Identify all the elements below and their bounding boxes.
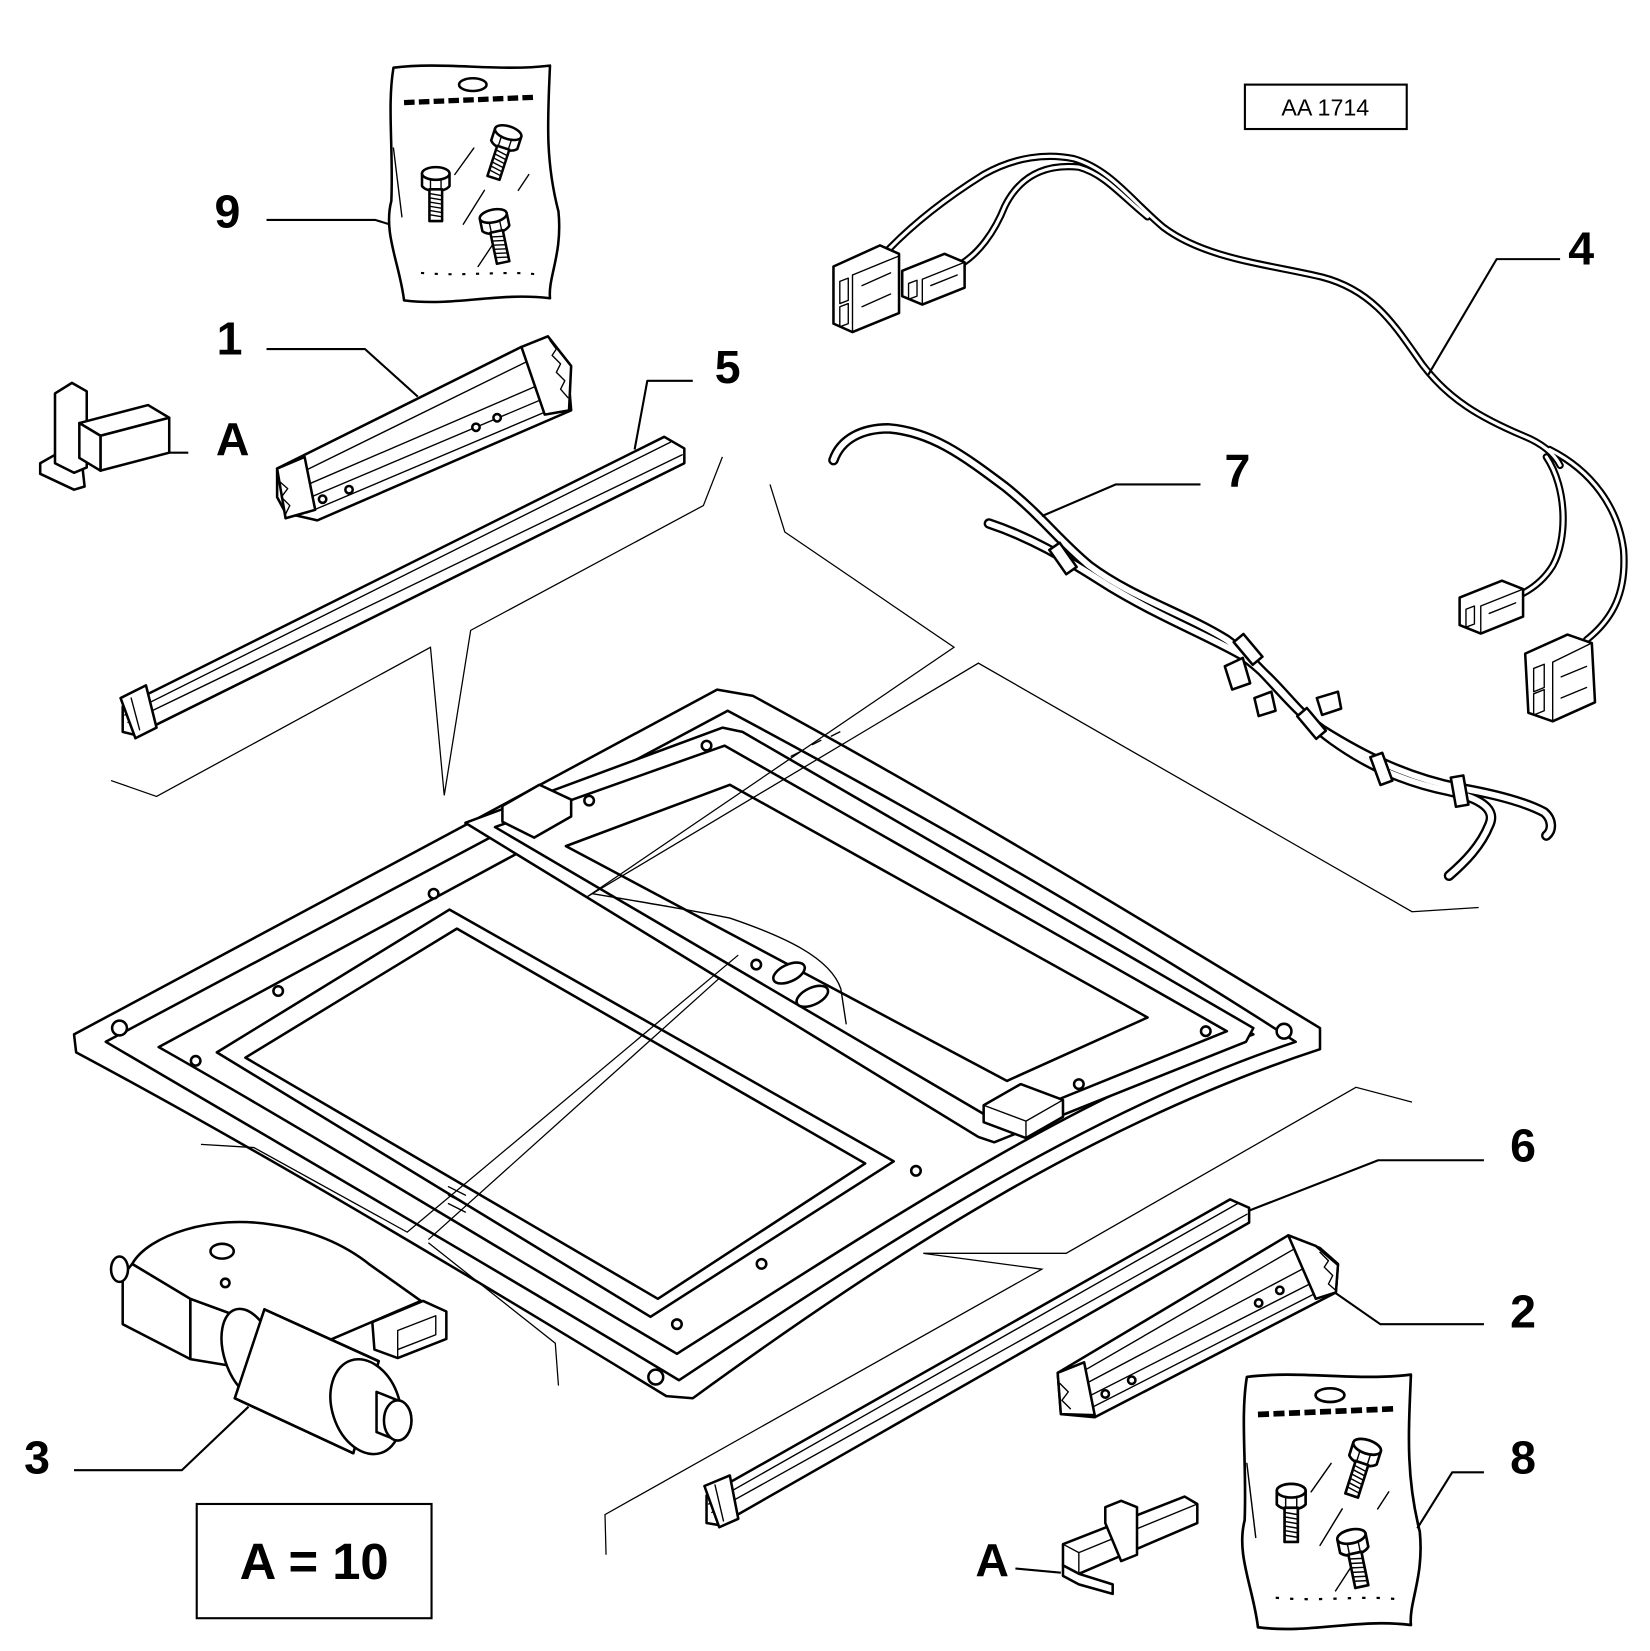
- motor-nub: [109, 1255, 130, 1284]
- leader-lines: [74, 218, 1561, 1574]
- guide-strip-6: [703, 1198, 1251, 1529]
- callout-1: 1: [217, 312, 243, 364]
- leader-2: [1334, 1291, 1484, 1326]
- mounting-hole: [583, 794, 596, 807]
- clip-label-top: A: [216, 413, 250, 465]
- leader-6: [1247, 1159, 1484, 1213]
- mounting-hole: [189, 1054, 202, 1067]
- callout-3: 3: [24, 1431, 50, 1483]
- clip-a-top: [38, 381, 171, 491]
- callout-5: 5: [715, 341, 741, 393]
- callout-4: 4: [1568, 222, 1594, 274]
- mounting-hole: [1275, 1022, 1293, 1040]
- callout-2: 2: [1510, 1285, 1536, 1337]
- clip-a-bottom: [1061, 1495, 1199, 1596]
- hardware-bag-8: [1242, 1375, 1420, 1629]
- mounting-hole: [1072, 1078, 1085, 1091]
- rear-recess-block: [982, 1082, 1065, 1140]
- glass-opening-frame: [215, 908, 896, 1319]
- hardware-bag-9: [389, 66, 559, 302]
- sunroof-motor-3: [109, 1220, 448, 1456]
- leader-5: [633, 379, 693, 450]
- leader-3: [74, 1405, 250, 1472]
- mounting-hole: [272, 984, 285, 998]
- mounting-hole: [755, 1257, 768, 1270]
- reference-code-box: AA 1714: [1243, 83, 1408, 131]
- tube-clip: [1369, 751, 1394, 787]
- glass-opening: [244, 927, 867, 1301]
- slot: [772, 961, 807, 985]
- quantity-note: A = 10: [240, 1533, 389, 1590]
- wiring-harness-4: [832, 152, 1628, 723]
- harness-cable: [882, 152, 1628, 644]
- sliding-rail-2: [1056, 1234, 1340, 1419]
- mounting-hole: [909, 1164, 922, 1177]
- leader-7: [1041, 483, 1201, 518]
- mounting-hole: [750, 958, 763, 971]
- front-frame-inner: [493, 744, 1229, 1125]
- callout-8: 8: [1510, 1431, 1536, 1483]
- slot: [795, 984, 830, 1009]
- sliding-rail-1: [275, 335, 573, 522]
- mounting-hole: [110, 1019, 129, 1037]
- explosion-guide-lines: [110, 456, 1479, 1555]
- harness-connector: [900, 252, 966, 306]
- harness-connector: [1523, 633, 1597, 723]
- tube-bracket: [1253, 690, 1277, 718]
- leader-clip-a-bottom: [1015, 1567, 1061, 1574]
- tube-bracket: [1223, 656, 1252, 691]
- tube-clip: [1295, 706, 1328, 741]
- mounting-hole: [427, 887, 440, 900]
- mounting-hole: [1199, 1025, 1212, 1038]
- callout-9: 9: [214, 185, 240, 237]
- mounting-hole: [670, 1318, 683, 1331]
- motor-connector: [371, 1299, 448, 1360]
- quantity-note-box: A = 10: [195, 1502, 433, 1620]
- leader-1: [266, 347, 419, 398]
- tube-clip: [1232, 632, 1264, 667]
- mounting-hole: [647, 1368, 665, 1386]
- harness-connector: [1458, 579, 1525, 635]
- front-frame-outer: [464, 726, 1255, 1144]
- front-block: [501, 783, 573, 839]
- roof-panel: [72, 688, 1322, 1400]
- tube-clip: [1449, 774, 1470, 809]
- callout-7: 7: [1225, 445, 1251, 497]
- front-recess: [564, 783, 1149, 1083]
- leader-8: [1416, 1471, 1484, 1529]
- callout-labels: 1 2 3 4 5 6 7 8 9 A A: [24, 185, 1594, 1586]
- crossbar-tab: [591, 893, 847, 1025]
- leader-4: [1426, 258, 1561, 377]
- drain-tube-7: [828, 423, 1557, 882]
- reference-code: AA 1714: [1281, 94, 1369, 120]
- harness-connector: [832, 244, 901, 334]
- callout-6: 6: [1510, 1119, 1536, 1171]
- tube-clip: [1048, 541, 1078, 576]
- mounting-hole: [700, 739, 713, 752]
- leader-9: [266, 218, 390, 226]
- clip-label-bottom: A: [975, 1534, 1009, 1586]
- tube-bracket: [1315, 690, 1343, 717]
- guide-strip-5: [119, 435, 686, 740]
